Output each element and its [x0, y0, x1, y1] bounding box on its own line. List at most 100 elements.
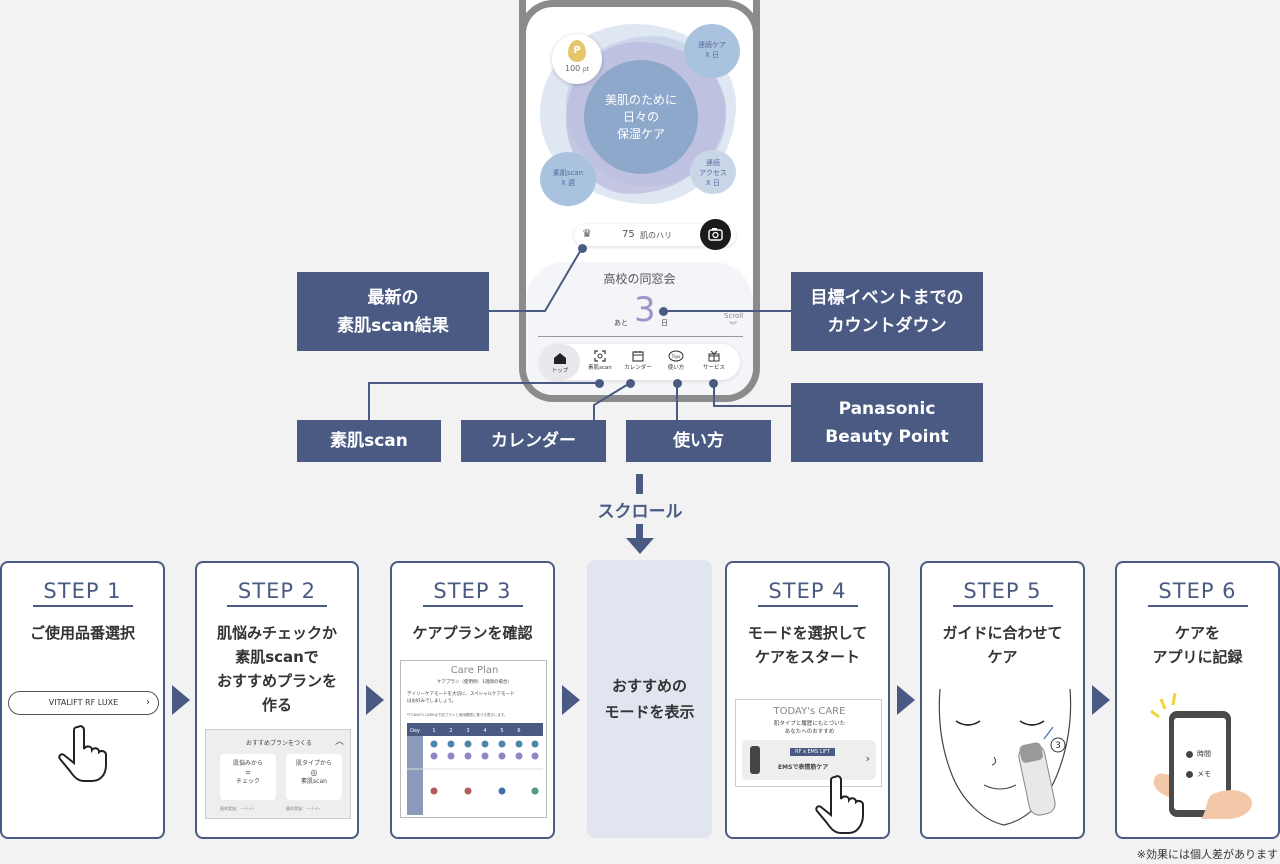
todays-care-sub2: あなたへのおすすめ: [784, 729, 835, 735]
mode-name: EMSで表情筋ケア: [778, 764, 829, 771]
step-3-number: STEP 3: [422, 579, 523, 607]
step-5-title-line2: ケア: [987, 648, 1018, 666]
scroll-chevron-icon: ︾: [729, 321, 737, 330]
care-plan-sub: ケアプラン（使用例：1週間の場合）: [437, 680, 512, 685]
callout-latest-scan-line1: 最新の: [367, 287, 419, 308]
callout-countdown-line1: 目標イベントまでの: [810, 287, 964, 308]
plan-card-title: おすすめプランをつくる: [246, 740, 312, 747]
callout-beauty-point: Panasonic Beauty Point: [791, 383, 983, 462]
point-coin-icon: P: [568, 40, 586, 62]
home-icon: [554, 353, 566, 364]
plan-day-5: 5: [500, 728, 503, 734]
pointing-hand-icon-2: [815, 775, 864, 834]
scroll-arrow-shaft2: [636, 524, 643, 540]
step-4-card: STEP 4 モードを選択して ケアをスタート TODAY's CARE 肌タイ…: [725, 561, 890, 839]
product-select: VITALIFT RF LUXE ›: [8, 691, 159, 715]
plan-day-3: 3: [466, 728, 469, 734]
step-1-number: STEP 1: [32, 579, 133, 607]
plan-card: おすすめプランをつくる ︿ 肌悩みから ⌗ チェック 肌タイプから ◎ 素肌sc…: [205, 729, 351, 819]
plan-option-scan-line2: 素肌scan: [301, 778, 327, 785]
callout-beauty-point-line2: Beauty Point: [825, 426, 949, 447]
care-plan-day-label: Day: [410, 728, 420, 734]
step-arrow-2: [366, 685, 384, 715]
plan-day-6: 6: [517, 728, 520, 734]
camera-icon: [708, 228, 723, 241]
device-icon: [750, 746, 760, 774]
step-arrow-4: [897, 685, 915, 715]
event-name: 高校の同窓会: [603, 272, 676, 286]
care-plan-card: Care Plan ケアプラン（使用例：1週間の場合） デイリーケアモードを大切…: [400, 660, 547, 818]
step-2-title-line3: おすすめプランを: [216, 672, 337, 690]
plan-day-1: 1: [432, 728, 435, 734]
callout-countdown-line2: カウントダウン: [827, 315, 947, 336]
step-6-title-line1: ケアを: [1174, 624, 1220, 642]
step-5-card: STEP 5 ガイドに合わせて ケア 3: [920, 561, 1085, 839]
care-plan-grid: Day 1 2 3 4 5 6: [407, 723, 543, 815]
main-care-bubble[interactable]: [584, 60, 698, 174]
last-done-1: 最終実施：----/--/--: [220, 806, 255, 811]
calendar-icon: [632, 351, 644, 362]
gift-icon: [708, 350, 720, 362]
scan-result-dot: [578, 244, 587, 253]
score-label: 肌のハリ: [640, 231, 672, 240]
tab-bar: トップ 素肌scan カレンダー Tips 使い方 サービス: [540, 344, 740, 380]
scan-bubble[interactable]: 素肌scan X 週: [540, 152, 596, 206]
tab-calendar-dot: [626, 379, 635, 388]
callout-scan: 素肌scan: [297, 420, 441, 462]
tab-howto-dot: [673, 379, 682, 388]
callout-lines: [368, 247, 792, 420]
step-1-card: STEP 1 ご使用品番選択 VITALIFT RF LUXE ›: [0, 561, 165, 839]
recommended-mode-line2: モードを表示: [604, 703, 695, 721]
scroll-arrow-down-icon: [626, 538, 654, 554]
streak-access-bubble[interactable]: 連続 アクセス X 日: [690, 150, 736, 194]
callout-howto: 使い方: [626, 420, 771, 462]
recommended-mode-card: おすすめの モードを表示: [587, 560, 712, 838]
main-bubble-line3: 保湿ケア: [616, 127, 665, 141]
latest-scan-score[interactable]: ♛ 75 肌のハリ: [574, 224, 736, 246]
mode-tag: RF x EMS LIFT: [790, 748, 835, 756]
divider: [538, 336, 743, 337]
tab-howto[interactable]: Tips 使い方: [658, 348, 694, 378]
streak-access-label2: アクセス: [699, 169, 727, 177]
mode-chevron-icon: ›: [865, 752, 870, 765]
todays-care-title: TODAY's CARE: [773, 706, 846, 717]
tab-service-dot: [709, 379, 718, 388]
step-6-card: STEP 6 ケアを アプリに記録 時間 メモ: [1115, 561, 1280, 839]
tab-calendar[interactable]: カレンダー: [620, 348, 656, 378]
record-time: 時間: [1186, 749, 1211, 759]
main-bubble-line1: 美肌のために: [604, 93, 677, 107]
care-plan-text1: デイリーケアモードを大切に、スペシャルケアモード: [407, 692, 515, 697]
tips-icon: Tips: [668, 350, 684, 362]
plan-option-check-line2: チェック: [235, 778, 260, 785]
scroll-arrow-shaft: [636, 474, 643, 494]
tab-service[interactable]: サービス: [696, 348, 732, 378]
countdown-value: 3: [634, 290, 656, 330]
point-badge[interactable]: P 100 pt: [552, 34, 602, 84]
check-icon: ⌗: [245, 768, 251, 777]
care-plan-title: Care Plan: [450, 665, 499, 676]
tab-scan-label: 素肌scan: [588, 365, 612, 371]
step-2-title-line4: 作る: [261, 696, 292, 714]
record-memo-label: メモ: [1197, 770, 1211, 778]
callout-latest-scan: 最新の 素肌scan結果: [297, 272, 489, 351]
tab-top[interactable]: トップ: [540, 344, 580, 380]
step-2-card: STEP 2 肌悩みチェックか 素肌scanで おすすめプランを 作る おすすめ…: [195, 561, 359, 839]
step-5-number: STEP 5: [952, 579, 1053, 607]
main-bubble-line2: 日々の: [622, 110, 659, 124]
step-4-title-line2: ケアをスタート: [754, 648, 860, 666]
step-arrow-5: [1092, 685, 1110, 715]
tab-calendar-label: カレンダー: [624, 365, 652, 371]
score-value: 75: [622, 229, 635, 240]
countdown-dot: [659, 307, 668, 316]
scan-bubble-value: X 週: [560, 179, 576, 187]
streak-care-label: 連続ケア: [698, 41, 726, 49]
scroll-label: Scroll: [724, 312, 744, 320]
last-done-2: 最終実施：----/--/--: [286, 806, 321, 811]
camera-button[interactable]: [700, 219, 731, 250]
record-time-bullet: [1186, 750, 1193, 758]
step-6-number: STEP 6: [1147, 579, 1248, 607]
plan-option-check-line1: 肌悩みから: [232, 760, 263, 767]
todays-care-card: TODAY's CARE 肌タイプと履歴にもとづいた あなたへのおすすめ RF …: [735, 699, 882, 787]
tab-scan[interactable]: 素肌scan: [582, 348, 618, 378]
step-3-card: STEP 3 ケアプランを確認 Care Plan ケアプラン（使用例：1週間の…: [390, 561, 555, 839]
